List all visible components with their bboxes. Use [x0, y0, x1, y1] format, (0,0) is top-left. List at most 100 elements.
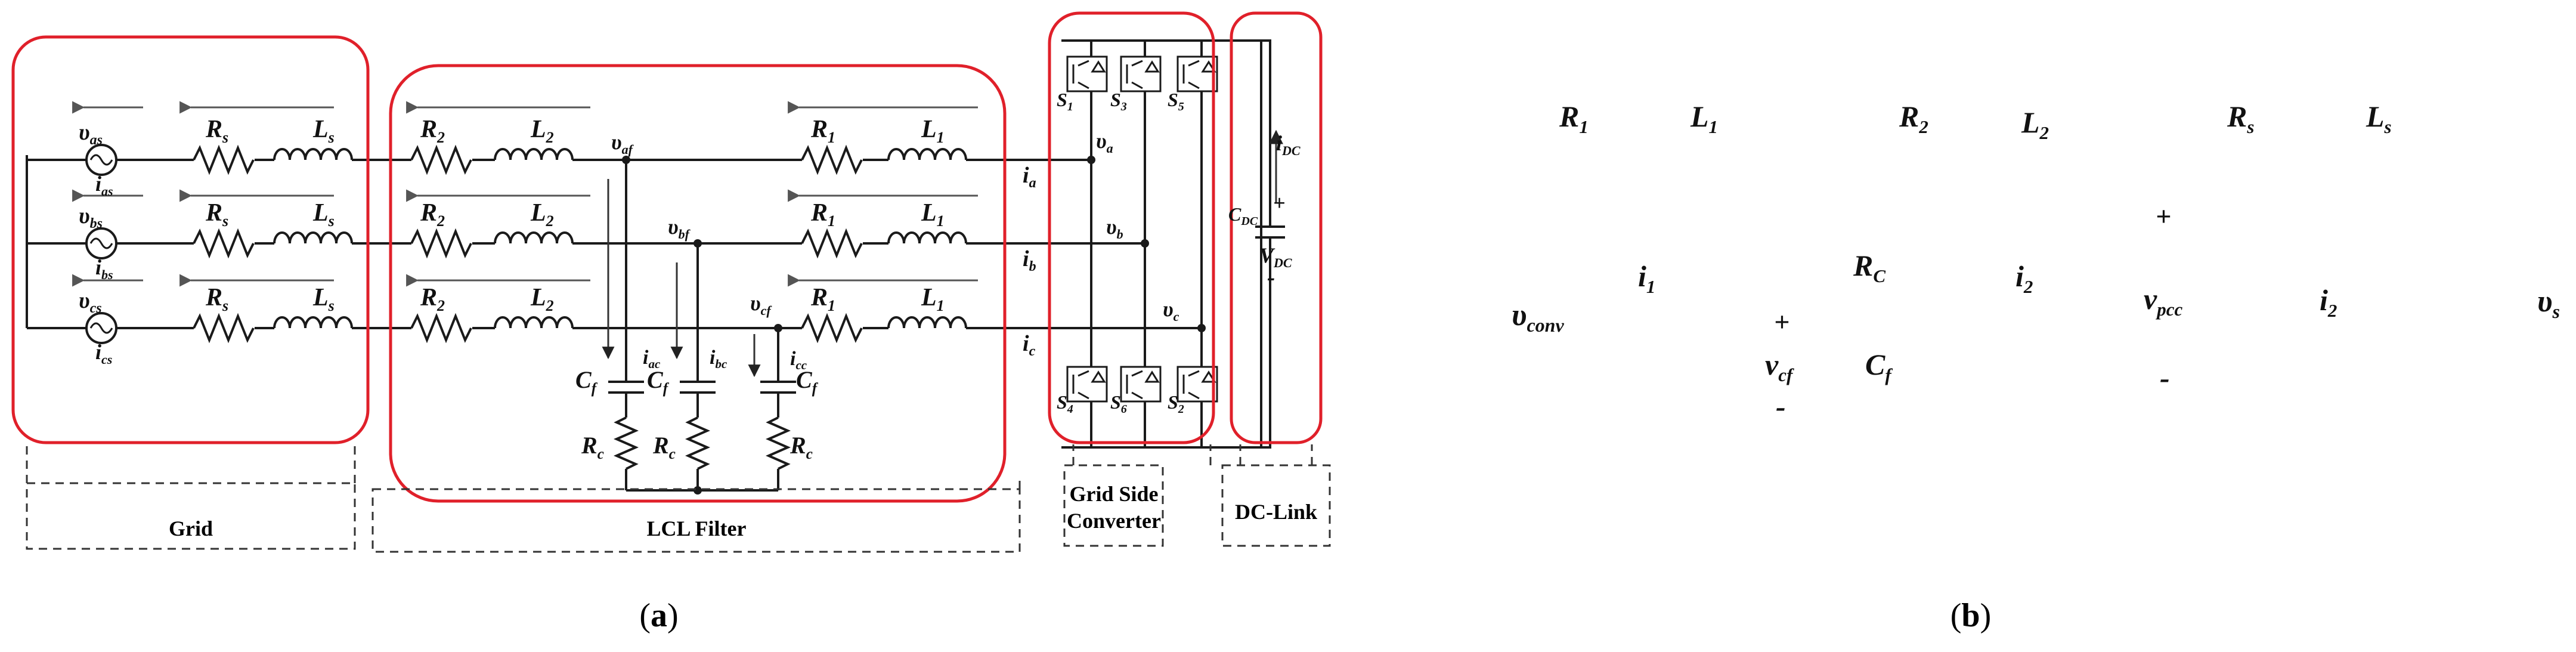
source-current-label: ics [95, 340, 112, 367]
dashed-boxes [26, 441, 1331, 553]
filter-capacitor-label: Cf [575, 366, 598, 397]
ls-label: Ls [2366, 100, 2392, 137]
converter-current-label: ia [1023, 163, 1036, 191]
dc-link-label: DC-Link [1235, 500, 1317, 524]
igbt-switches [1066, 55, 1218, 403]
grid-box [11, 35, 370, 444]
vconv-label: υconv [1512, 298, 1564, 336]
source-voltage-label: υas [79, 120, 103, 148]
lcl-filter-box [389, 64, 1007, 503]
filter-r1-label: R1 [810, 116, 835, 146]
cf-label: Cf [1865, 348, 1893, 385]
filter-node-voltage-c: υcf [750, 291, 772, 318]
l1-label: L1 [1690, 100, 1718, 137]
dc-voltage-label: VDC [1259, 243, 1292, 270]
switch-s5 [1176, 55, 1218, 92]
pcc-minus: - [2160, 361, 2170, 394]
shunt-current-cc: icc [790, 348, 807, 372]
grid-resistor-label: Rs [205, 284, 228, 314]
phase-b-line [27, 228, 1145, 259]
grid-side-converter-label-2: Converter [1067, 509, 1161, 533]
shunt-branch-c [760, 328, 796, 490]
leg-voltage-c: υc [1163, 297, 1179, 324]
grid-inductor-label: Ls [312, 116, 335, 146]
filter-r2-label: R2 [420, 284, 445, 314]
dc-capacitor [1255, 225, 1285, 239]
converter-current-label: ib [1023, 246, 1036, 274]
vpcc-label: vpcc [2144, 282, 2182, 320]
switch-s3 [1120, 55, 1162, 92]
filter-r2-label: R2 [420, 116, 445, 146]
pcc-plus: + [2156, 201, 2171, 231]
switch-label-s3: S3 [1110, 89, 1127, 113]
converter-bus [1061, 39, 1262, 449]
dc-capacitor-label: CDC [1228, 203, 1258, 228]
dc-link-wire [1261, 39, 1271, 449]
r2-label: R2 [1899, 100, 1928, 137]
rs-label: Rs [2227, 100, 2254, 137]
source-voltage-label: υcs [79, 288, 102, 316]
shunt-current-ac: iac [643, 347, 661, 371]
grid-side-converter-label-1: Grid Side [1069, 482, 1158, 506]
switch-s2 [1176, 366, 1218, 403]
filter-l1-label: L1 [921, 284, 945, 314]
i2-label-right: i2 [2320, 283, 2337, 321]
switch-label-s6: S6 [1110, 391, 1127, 416]
converter-box [1048, 11, 1215, 444]
switch-s6 [1120, 366, 1162, 403]
switch-label-s1: S1 [1057, 89, 1073, 113]
filter-l1-label: L1 [921, 116, 945, 146]
filter-capacitor-label: Cf [647, 366, 670, 397]
lcl-filter-label: LCL Filter [647, 517, 747, 540]
switch-label-s2: S2 [1168, 391, 1184, 416]
section-boxes [11, 11, 1323, 503]
dc-link-box [1230, 11, 1323, 444]
leg-voltage-a: υa [1096, 129, 1113, 156]
caption-b: (b) [1950, 597, 1991, 634]
filter-node-voltage-b: υbf [668, 215, 691, 242]
dc-plus: + [1273, 191, 1286, 215]
current-arrows [72, 101, 978, 287]
shunt-branch-b [680, 243, 716, 490]
filter-capacitor-label: Cf [796, 366, 819, 397]
source-current-label: ibs [95, 255, 113, 282]
switch-label-s5: S5 [1168, 89, 1184, 113]
circuit-wiring [26, 39, 1285, 492]
damping-resistor-label: Rc [789, 432, 813, 462]
shunt-branch-a [608, 160, 644, 490]
filter-r2-label: R2 [420, 199, 445, 230]
filter-l1-label: L1 [921, 199, 945, 230]
i1-label: i1 [1638, 259, 1655, 297]
grid-resistor-label: Rs [205, 116, 228, 146]
grid-inductor-label: Ls [312, 199, 335, 230]
damping-resistor-label: Rc [652, 432, 676, 462]
filter-l2-label: L2 [530, 284, 554, 314]
shunt-current-bc: ibc [710, 347, 727, 371]
dc-minus: - [1267, 264, 1275, 291]
grid-label: Grid [169, 517, 213, 540]
caption-a: (a) [639, 597, 678, 634]
shunt-current-arrows [602, 129, 1283, 378]
switch-label-s4: S4 [1057, 391, 1073, 416]
dc-current-label: iDC [1276, 131, 1301, 158]
cf-plus: + [1774, 307, 1789, 337]
filter-r1-label: R1 [810, 199, 835, 230]
phase-a-line [27, 144, 1091, 175]
i2-label-left: i2 [2015, 259, 2033, 297]
rc-label: RC [1853, 249, 1885, 286]
filter-r1-label: R1 [810, 284, 835, 314]
source-current-label: ias [95, 172, 113, 199]
vcf-label: vcf [1765, 348, 1794, 385]
filter-l2-label: L2 [530, 116, 554, 146]
grid-inductor-label: Ls [312, 284, 335, 314]
vs-label: υs [2537, 285, 2560, 322]
switch-s4 [1066, 366, 1108, 403]
converter-current-label: ic [1023, 331, 1036, 359]
cf-minus: - [1776, 390, 1786, 423]
switch-s1 [1066, 55, 1108, 92]
source-voltage-label: υbs [79, 203, 103, 231]
